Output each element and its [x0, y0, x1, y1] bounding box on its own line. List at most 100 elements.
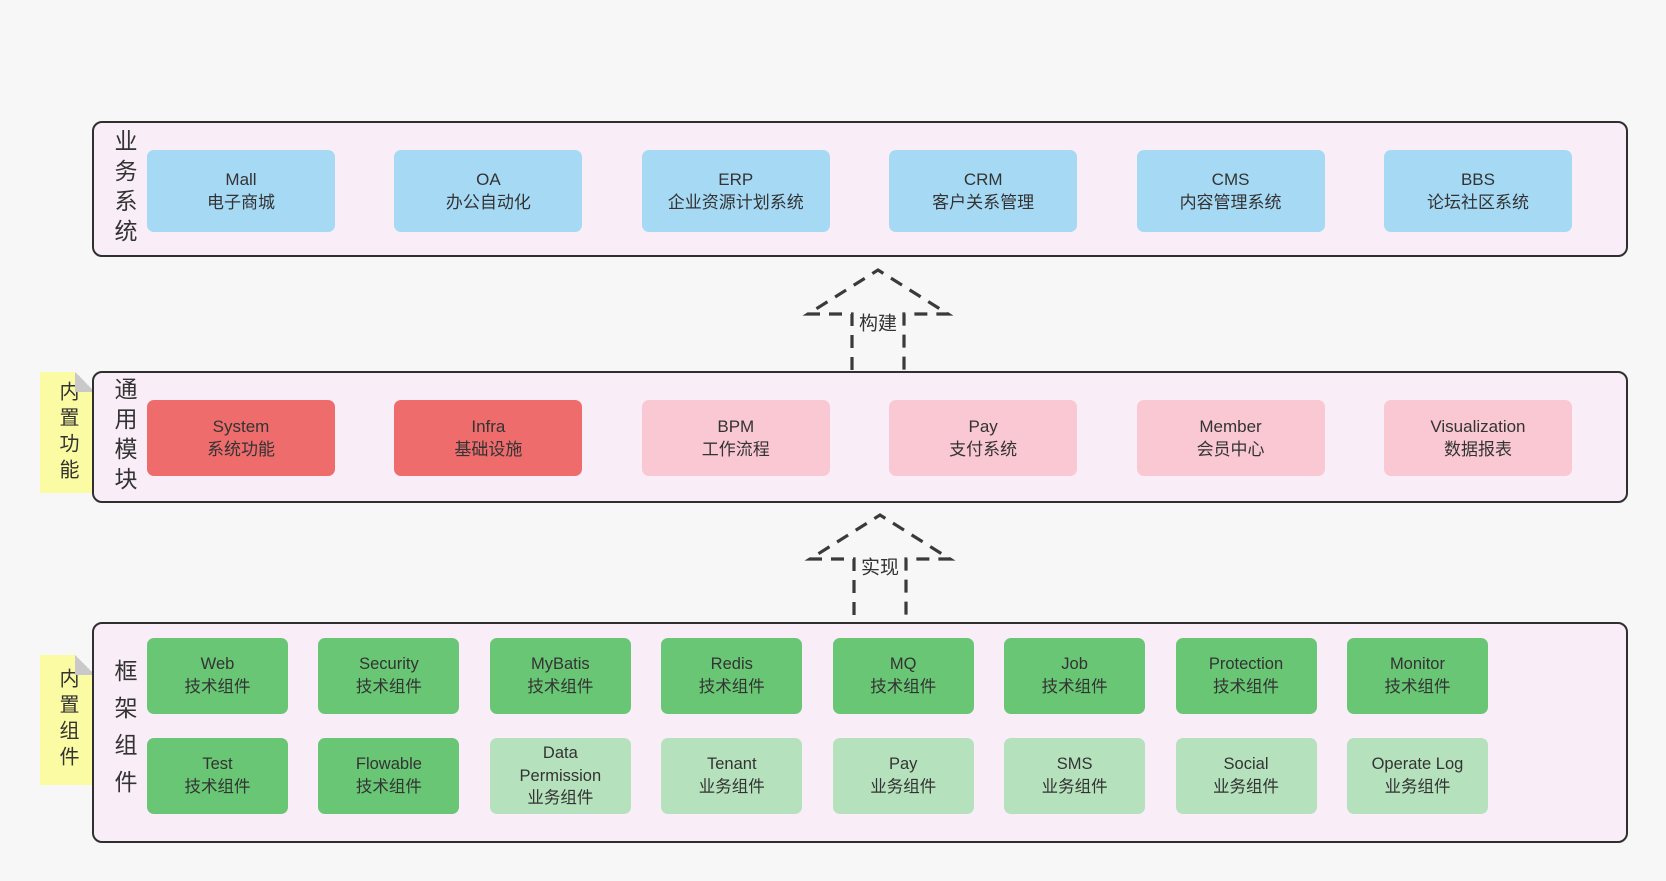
box-flowable: Flowable 技术组件 — [318, 738, 460, 814]
box-title: SMS — [1056, 755, 1093, 774]
box-subtitle: 业务组件 — [870, 778, 937, 796]
box-title: Web — [200, 655, 235, 674]
up-arrow-icon — [804, 513, 956, 615]
box-monitor: Monitor 技术组件 — [1346, 638, 1488, 714]
box-subtitle: 系统功能 — [207, 440, 275, 459]
layer-framework-components: 框架组件 Web 技术组件 Security 技术组件 MyBatis 技术组件… — [92, 622, 1628, 843]
framework-box-row-1: Web 技术组件 Security 技术组件 MyBatis 技术组件 Redi… — [147, 638, 1488, 714]
box-title: MyBatis — [531, 655, 590, 674]
box-subtitle: 客户关系管理 — [932, 193, 1035, 212]
box-infra: Infra 基础设施 — [394, 400, 583, 476]
sticky-note-builtin-components: 内置组件 — [40, 655, 95, 785]
box-web: Web 技术组件 — [147, 638, 288, 714]
box-title: Protection — [1208, 655, 1284, 674]
box-visualization: Visualization 数据报表 — [1383, 400, 1572, 476]
box-title: CRM — [963, 169, 1003, 189]
layer-common-modules: 通用模块 System 系统功能 Infra 基础设施 BPM 工作流程 Pay… — [92, 371, 1628, 503]
layer-label-modules: 通用模块 — [111, 377, 137, 497]
box-oa: OA 办公自动化 — [394, 150, 583, 232]
box-title: Security — [359, 655, 419, 674]
box-title: Operate Log — [1371, 755, 1464, 774]
box-redis: Redis 技术组件 — [661, 638, 803, 714]
box-sms: SMS 业务组件 — [1004, 738, 1146, 814]
box-system: System 系统功能 — [147, 400, 335, 476]
up-arrow-icon — [802, 268, 954, 370]
box-mq: MQ 技术组件 — [832, 638, 974, 714]
box-subtitle: 业务组件 — [527, 789, 594, 808]
box-title: BBS — [1460, 169, 1495, 189]
box-social: Social 业务组件 — [1175, 738, 1317, 814]
box-subtitle: 支付系统 — [949, 440, 1018, 459]
box-security: Security 技术组件 — [318, 638, 460, 714]
box-title: ERP — [718, 169, 754, 189]
box-protection: Protection 技术组件 — [1175, 638, 1317, 714]
box-title: Member — [1199, 416, 1262, 436]
box-cms: CMS 内容管理系统 — [1136, 150, 1325, 232]
box-subtitle: 内容管理系统 — [1179, 193, 1282, 212]
arrow-label-implement: 实现 — [856, 551, 904, 581]
box-subtitle: 技术组件 — [870, 678, 937, 696]
box-title: Visualization — [1430, 416, 1526, 436]
box-subtitle: 基础设施 — [454, 440, 523, 459]
box-subtitle: 技术组件 — [527, 678, 594, 696]
box-title: System — [212, 416, 270, 436]
box-subtitle: 业务组件 — [1041, 778, 1108, 796]
box-title: Data Permission — [519, 743, 602, 785]
box-mybatis: MyBatis 技术组件 — [489, 638, 631, 714]
layer-business-systems: 业务系统 Mall 电子商城 OA 办公自动化 ERP 企业资源计划系统 CRM… — [92, 121, 1628, 257]
layer-label-business: 业务系统 — [111, 129, 137, 249]
box-title: Job — [1061, 655, 1088, 674]
box-subtitle: 技术组件 — [355, 778, 422, 796]
box-test: Test 技术组件 — [147, 738, 288, 814]
box-data-permission: Data Permission 业务组件 — [489, 738, 631, 814]
box-erp: ERP 企业资源计划系统 — [641, 150, 830, 232]
box-title: Social — [1223, 755, 1269, 774]
box-subtitle: 数据报表 — [1443, 440, 1512, 459]
box-subtitle: 会员中心 — [1196, 440, 1265, 459]
box-operate-log: Operate Log 业务组件 — [1346, 738, 1488, 814]
box-subtitle: 业务组件 — [1213, 778, 1280, 796]
box-title: CMS — [1211, 169, 1250, 189]
modules-box-row: System 系统功能 Infra 基础设施 BPM 工作流程 Pay 支付系统… — [147, 400, 1572, 476]
box-title: Test — [202, 755, 233, 774]
framework-box-row-2: Test 技术组件 Flowable 技术组件 Data Permission … — [147, 738, 1488, 814]
box-title: OA — [476, 169, 501, 189]
box-subtitle: 业务组件 — [698, 778, 765, 796]
box-crm: CRM 客户关系管理 — [889, 150, 1078, 232]
box-title: Tenant — [706, 755, 757, 774]
box-title: Monitor — [1389, 655, 1445, 674]
sticky-note-label: 内置组件 — [56, 668, 78, 772]
box-subtitle: 电子商城 — [207, 193, 275, 212]
box-subtitle: 工作流程 — [701, 440, 770, 459]
box-subtitle: 技术组件 — [698, 678, 765, 696]
box-subtitle: 办公自动化 — [445, 193, 531, 212]
box-subtitle: 技术组件 — [355, 678, 422, 696]
box-bpm: BPM 工作流程 — [641, 400, 830, 476]
box-title: Mall — [225, 169, 257, 189]
box-mall: Mall 电子商城 — [147, 150, 335, 232]
box-subtitle: 业务组件 — [1384, 778, 1451, 796]
layer-label-framework: 框架组件 — [111, 658, 137, 807]
box-tenant: Tenant 业务组件 — [661, 738, 803, 814]
box-title: Pay — [968, 416, 998, 436]
arrow-label-build: 构建 — [854, 307, 902, 337]
box-title: MQ — [889, 655, 917, 674]
sticky-note-builtin-features: 内置功能 — [40, 372, 95, 493]
box-subtitle: 技术组件 — [1041, 678, 1108, 696]
box-pay-module: Pay 支付系统 — [889, 400, 1078, 476]
box-job: Job 技术组件 — [1004, 638, 1146, 714]
box-title: BPM — [717, 416, 755, 436]
box-title: Flowable — [355, 755, 422, 774]
box-subtitle: 技术组件 — [184, 678, 251, 696]
box-title: Infra — [471, 416, 506, 436]
box-title: Pay — [888, 755, 918, 774]
box-bbs: BBS 论坛社区系统 — [1383, 150, 1572, 232]
box-subtitle: 技术组件 — [184, 778, 251, 796]
box-subtitle: 技术组件 — [1213, 678, 1280, 696]
sticky-note-label: 内置功能 — [56, 380, 78, 485]
business-box-row: Mall 电子商城 OA 办公自动化 ERP 企业资源计划系统 CRM 客户关系… — [147, 150, 1572, 232]
box-member: Member 会员中心 — [1136, 400, 1325, 476]
box-subtitle: 论坛社区系统 — [1426, 193, 1529, 212]
box-subtitle: 企业资源计划系统 — [667, 193, 804, 212]
box-pay-component: Pay 业务组件 — [832, 738, 974, 814]
